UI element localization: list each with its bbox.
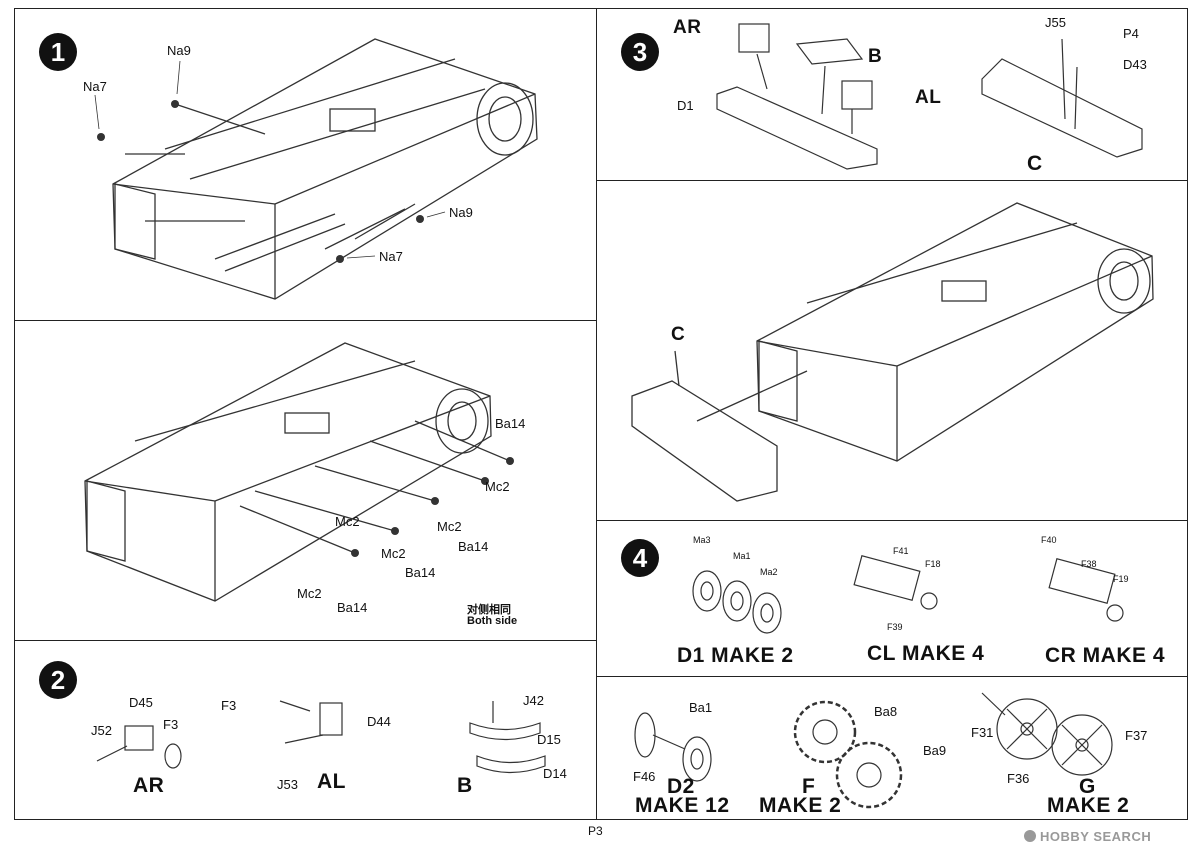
- part-label: F41: [893, 546, 909, 556]
- step-3-panel: 3 AR B AL D1 J55 P4 D43 C: [596, 8, 1188, 182]
- part-label: Ba14: [458, 539, 489, 554]
- subassembly-title: AR: [133, 774, 165, 797]
- part-label: J53: [277, 777, 298, 792]
- part-label: Ma1: [733, 551, 751, 561]
- part-label: Mc2: [485, 479, 510, 494]
- step-1-panel: 1 Na9 Na7 Na9 Na7: [14, 8, 598, 322]
- subassembly-title: D2: [667, 775, 695, 798]
- part-label: Ba8: [874, 704, 898, 719]
- step-number: 2: [39, 661, 77, 699]
- part-label: Mc2: [335, 514, 360, 529]
- part-label: Na9: [449, 205, 473, 220]
- part-label: Ba9: [923, 743, 947, 758]
- subassembly-drawing-5: [634, 692, 1113, 809]
- note-en: Both side: [467, 615, 518, 627]
- step-5-panel: Ba1 F46 D2 MAKE 12 Ba8 Ba9 F MAKE 2 F31 …: [596, 676, 1188, 820]
- subassembly-title: AL: [317, 770, 346, 793]
- subassembly-title: D1 MAKE 2: [677, 644, 794, 667]
- subassembly-title: CL MAKE 4: [867, 642, 985, 665]
- part-label: Ba1: [689, 700, 713, 715]
- note-cn: 对侧相同: [467, 604, 511, 616]
- subassembly-drawing-3: [716, 23, 1143, 170]
- subassembly-title: MAKE 2: [759, 794, 842, 817]
- part-label: J55: [1045, 15, 1066, 30]
- subassembly-ref: AR: [673, 17, 702, 38]
- step-number: 1: [39, 33, 77, 71]
- part-label: Mc2: [437, 519, 462, 534]
- subassembly-ref: AL: [915, 87, 942, 108]
- step-number: 3: [621, 33, 659, 71]
- part-label: F39: [887, 622, 903, 632]
- step-number: 4: [621, 539, 659, 577]
- watermark: HOBBY SEARCH: [1040, 829, 1152, 844]
- subassembly-title: MAKE 12: [635, 794, 730, 817]
- subassembly-title: MAKE 2: [1047, 794, 1130, 817]
- part-label: F36: [1007, 771, 1030, 786]
- subassembly-drawing-4: [692, 555, 1124, 634]
- subassembly-ref: C: [671, 324, 686, 345]
- part-label: F38: [1081, 559, 1097, 569]
- subassembly-title: F: [802, 775, 816, 798]
- part-label: Mc2: [297, 586, 322, 601]
- step-1b-panel: Ba14 Mc2 Mc2 Mc2 Ba14 Mc2 Ba14 Mc2 Ba14 …: [14, 320, 598, 642]
- part-label: Ba14: [405, 565, 436, 580]
- subassembly-ref: B: [868, 46, 883, 67]
- subassembly-title: CR MAKE 4: [1045, 644, 1166, 667]
- part-label: F18: [925, 559, 941, 569]
- step-2-panel: 2 D45 F3 J52 AR F3 D44 J53 AL J42 D15 D1…: [14, 640, 598, 820]
- part-label: F19: [1113, 574, 1129, 584]
- part-label: Na7: [379, 249, 403, 264]
- part-label: D15: [537, 732, 561, 747]
- hobby-search-logo-icon: [1024, 830, 1036, 842]
- part-label: F31: [971, 725, 994, 740]
- hull-drawing-3: [631, 202, 1154, 502]
- hull-drawing-1b: [84, 342, 514, 602]
- part-label: D43: [1123, 57, 1147, 72]
- part-label: D45: [129, 695, 153, 710]
- part-label: Na9: [167, 43, 191, 58]
- part-label: P4: [1123, 26, 1139, 41]
- part-label: F37: [1125, 728, 1148, 743]
- hull-drawing-1: [94, 38, 538, 300]
- part-label: Ba14: [495, 416, 526, 431]
- part-label: Ma3: [693, 535, 711, 545]
- part-label: Mc2: [381, 546, 406, 561]
- part-label: D44: [367, 714, 391, 729]
- subassembly-title: C: [1027, 152, 1043, 175]
- part-label: F46: [633, 769, 656, 784]
- part-label: D14: [543, 766, 567, 781]
- part-label: F40: [1041, 535, 1057, 545]
- step-3b-panel: C: [596, 180, 1188, 522]
- page-number: P3: [588, 824, 603, 838]
- subassembly-title: B: [457, 774, 473, 797]
- part-label: J52: [91, 723, 112, 738]
- part-label: J42: [523, 693, 544, 708]
- part-label: Ma2: [760, 567, 778, 577]
- subassembly-title: G: [1079, 775, 1096, 798]
- subassembly-drawing-2: [96, 700, 546, 774]
- step-4-panel: 4 Ma3 Ma1 Ma2 D1 MAKE 2 F41 F18 F39 CL M…: [596, 520, 1188, 678]
- part-label: F3: [221, 698, 237, 713]
- part-label: Ba14: [337, 600, 368, 615]
- part-label: D1: [677, 98, 694, 113]
- part-label: F3: [163, 717, 179, 732]
- part-label: Na7: [83, 79, 107, 94]
